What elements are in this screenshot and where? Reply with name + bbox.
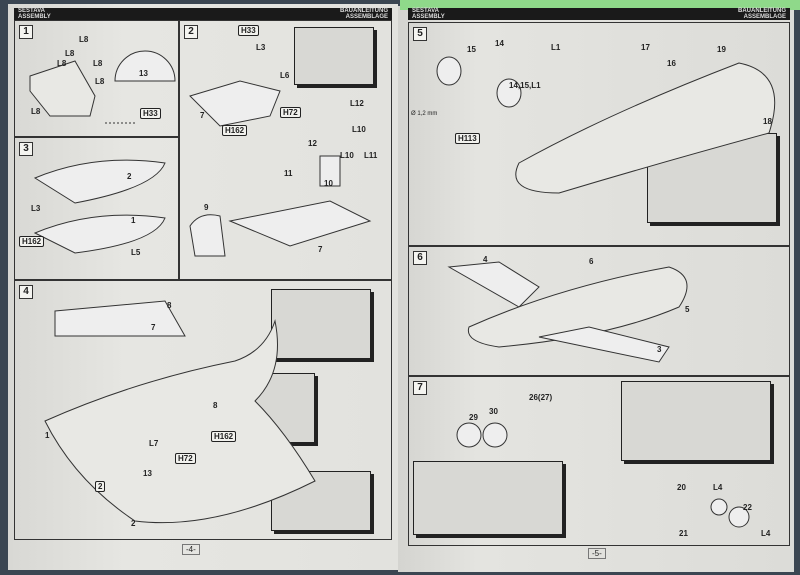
part-label: L8 xyxy=(65,49,75,58)
background-strip xyxy=(400,0,800,10)
part-label: 6 xyxy=(589,257,594,266)
part-label: 11 xyxy=(284,169,293,178)
part-label: 20 xyxy=(677,483,686,492)
part-label: H33 xyxy=(238,25,259,36)
step-1-panel: 1 L8 L8 L8 L8 L8 L8 13 H33 xyxy=(14,20,179,137)
step-7-panel: 7 26(27) 30 29 20 L4 22 21 L4 xyxy=(408,376,790,546)
part-label: 3 xyxy=(657,345,662,354)
part-label: 4 xyxy=(483,255,488,264)
part-label: 22 xyxy=(743,503,752,512)
part-label: 13 xyxy=(143,469,152,478)
step-4-panel: 4 8 7 8 1 L7 H72 H162 13 2 2 xyxy=(14,280,392,540)
part-label: 5 xyxy=(685,305,690,314)
step-number: 2 xyxy=(184,25,198,39)
part-label: L10 xyxy=(352,125,366,134)
main-gear-detail-inset xyxy=(621,381,771,461)
part-label: H162 xyxy=(19,236,45,247)
drill-size-note: Ø 1,2 mm xyxy=(411,111,438,117)
part-label: 13 xyxy=(139,69,148,78)
part-label: 17 xyxy=(641,43,650,52)
step-number: 6 xyxy=(413,251,427,265)
step-5-panel: 5 15 14 L1 17 19 16 14,15,L1 Ø 1,2 mm H1… xyxy=(408,22,790,246)
instrument-panel-drawing xyxy=(29,50,176,124)
part-label: 1 xyxy=(131,216,136,225)
part-label: 2 xyxy=(95,481,106,492)
part-label: L4 xyxy=(761,529,771,538)
part-label: H72 xyxy=(280,107,301,118)
part-label: H113 xyxy=(455,133,480,144)
part-label: L11 xyxy=(364,151,378,160)
step-number: 3 xyxy=(19,142,33,156)
part-label: L8 xyxy=(95,77,105,86)
part-label: 29 xyxy=(469,413,478,422)
part-label: H33 xyxy=(140,108,161,119)
part-label: 1 xyxy=(45,431,50,440)
cockpit-floor-drawing xyxy=(189,80,372,257)
part-label: L3 xyxy=(31,204,41,213)
part-label: 16 xyxy=(667,59,676,68)
part-label: H162 xyxy=(211,431,237,442)
part-label: 15 xyxy=(467,45,476,54)
part-label: 30 xyxy=(489,407,498,416)
step-number: 4 xyxy=(19,285,33,299)
step-6-panel: 6 4 6 5 3 xyxy=(408,246,790,376)
fuselage-halves-drawing xyxy=(33,159,166,254)
part-label: L8 xyxy=(57,59,67,68)
part-label: H72 xyxy=(175,453,196,464)
part-label: L3 xyxy=(256,43,266,52)
part-label: 7 xyxy=(151,323,156,332)
part-label: 14 xyxy=(495,39,504,48)
step-number: 7 xyxy=(413,381,427,395)
part-label: 7 xyxy=(318,245,323,254)
part-label: 9 xyxy=(204,203,209,212)
part-label: 26(27) xyxy=(529,393,553,402)
part-label: L8 xyxy=(93,59,103,68)
step-number: 5 xyxy=(413,27,427,41)
part-label: L7 xyxy=(149,439,159,448)
part-label: 21 xyxy=(679,529,688,538)
part-label: 10 xyxy=(324,179,333,188)
page-number: -5- xyxy=(588,548,606,559)
part-label: 18 xyxy=(763,117,772,126)
gear-bay-detail-inset xyxy=(413,461,563,535)
part-label: L1 xyxy=(551,43,561,52)
part-label: 2 xyxy=(131,519,136,528)
fuselage-assembly-drawing xyxy=(44,300,316,524)
page-number: -4- xyxy=(182,544,200,555)
cockpit-detail-inset xyxy=(271,289,371,359)
seat-detail-inset xyxy=(294,27,374,85)
step-2-panel: 2 H33 L3 L6 7 H162 H72 L12 L10 12 L10 L1… xyxy=(179,20,392,280)
part-label: 7 xyxy=(200,111,205,120)
part-label: L8 xyxy=(31,107,41,116)
step-3-panel: 3 2 L3 1 H162 L5 xyxy=(14,137,179,280)
part-label: 19 xyxy=(717,45,726,54)
wing-assembly-drawing xyxy=(447,261,688,363)
part-label: 2 xyxy=(127,172,132,181)
part-label: L5 xyxy=(131,248,141,257)
landing-gear-drawing xyxy=(456,422,750,528)
part-label: L12 xyxy=(350,99,364,108)
part-label: L10 xyxy=(340,151,354,160)
part-label: L4 xyxy=(713,483,723,492)
part-label: H162 xyxy=(222,125,248,136)
part-label: 12 xyxy=(308,139,317,148)
part-label: L6 xyxy=(280,71,290,80)
part-label: 14,15,L1 xyxy=(509,81,541,90)
part-label: L8 xyxy=(79,35,89,44)
part-label: 8 xyxy=(213,401,218,410)
step-number: 1 xyxy=(19,25,33,39)
part-label: 8 xyxy=(167,301,172,310)
engine-assembly-drawing xyxy=(436,56,776,194)
